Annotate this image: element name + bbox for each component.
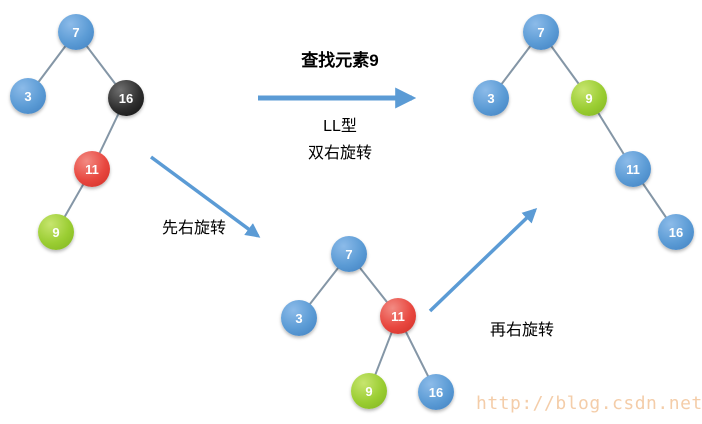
final-tree-node-11: 11 xyxy=(615,151,651,187)
first-right-rotate-label: 先右旋转 xyxy=(161,220,226,237)
final-tree-node-3: 3 xyxy=(473,80,509,116)
final-tree-node-9: 9 xyxy=(571,80,607,116)
second-rotation-arrow xyxy=(428,207,538,313)
initial-tree-node-11: 11 xyxy=(74,151,110,187)
find-element-label: 查找元素9 xyxy=(301,51,379,70)
initial-tree-node-16: 16 xyxy=(108,80,144,116)
intermediate-tree-node-11: 11 xyxy=(380,298,416,334)
intermediate-tree-node-7: 7 xyxy=(331,236,367,272)
intermediate-tree-edges xyxy=(298,253,437,393)
intermediate-tree-node-3: 3 xyxy=(281,300,317,336)
initial-tree-node-3: 3 xyxy=(10,78,46,114)
final-tree-edges xyxy=(490,31,677,233)
final-tree-node-7: 7 xyxy=(523,14,559,50)
ll-type-label: LL型 xyxy=(323,118,357,135)
final-tree-node-16: 16 xyxy=(658,214,694,250)
initial-tree-node-9: 9 xyxy=(38,214,74,250)
second-right-rotate-label: 再右旋转 xyxy=(489,322,554,339)
initial-tree-edges xyxy=(27,31,127,233)
first-rotation-arrow xyxy=(149,155,261,238)
initial-tree-node-7: 7 xyxy=(58,14,94,50)
intermediate-tree-node-9: 9 xyxy=(351,373,387,409)
intermediate-tree-node-16: 16 xyxy=(418,374,454,410)
double-right-rotate-label: 双右旋转 xyxy=(307,145,372,162)
watermark: http://blog.csdn.net/ xyxy=(476,393,702,414)
